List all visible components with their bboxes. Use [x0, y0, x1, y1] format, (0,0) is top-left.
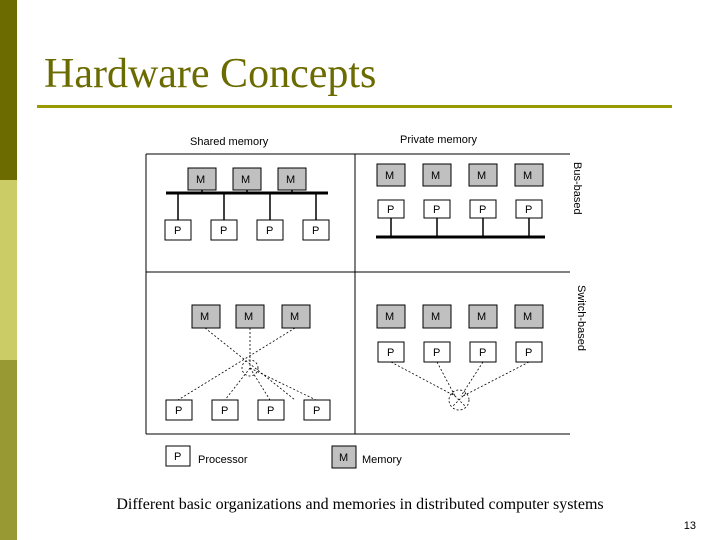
processor-box [211, 399, 239, 421]
processor-label: P [525, 204, 532, 216]
switch-link [390, 361, 456, 397]
memory-label: M [290, 311, 299, 323]
sidebar-band-middle [0, 180, 17, 360]
legend-memory-box [331, 445, 357, 469]
memory-box [468, 163, 498, 187]
switch-link [460, 361, 484, 397]
memory-label: M [244, 311, 253, 323]
quadrant-shared-bus: M M M P P P P [164, 167, 330, 241]
processor-box [257, 399, 285, 421]
processor-box [515, 199, 543, 219]
memory-box [277, 167, 307, 191]
processor-label: P [387, 347, 394, 359]
quadrant-shared-switch: M M M P P P P [165, 304, 331, 421]
slide-title: Hardware Concepts [44, 51, 377, 97]
crossbar-switch [448, 389, 470, 411]
memory-label: M [431, 170, 440, 182]
memory-box [422, 304, 452, 329]
legend-processor-label: Processor [198, 454, 248, 466]
memory-label: M [241, 174, 250, 186]
memory-label: M [431, 311, 440, 323]
crossbar-switch [241, 359, 259, 377]
processor-label: P [387, 204, 394, 216]
processor-box [256, 219, 284, 241]
processor-label: P [433, 204, 440, 216]
switch-link [249, 367, 317, 401]
processor-box [210, 219, 238, 241]
row-header-switch-based: Switch-based [575, 285, 587, 351]
switch-link [436, 361, 456, 397]
processor-label: P [220, 225, 227, 237]
processor-label: P [433, 347, 440, 359]
legend-memory-symbol: M [339, 452, 348, 464]
memory-box [191, 304, 221, 329]
sidebar-band-bottom [0, 360, 17, 540]
legend: P Processor M Memory [165, 445, 402, 469]
memory-box [376, 163, 406, 187]
slide-caption: Different basic organizations and memori… [116, 496, 604, 513]
legend-memory-label: Memory [362, 454, 402, 466]
memory-label: M [200, 311, 209, 323]
processor-box [164, 219, 192, 241]
memory-label: M [385, 311, 394, 323]
processor-box [302, 219, 330, 241]
processor-label: P [479, 204, 486, 216]
header-private-memory: Private memory [400, 134, 478, 146]
legend-processor-symbol: P [174, 451, 181, 463]
switch-link [177, 327, 296, 401]
memory-box [468, 304, 498, 329]
processor-box [165, 399, 193, 421]
memory-label: M [523, 311, 532, 323]
memory-box [235, 304, 265, 329]
memory-box [376, 304, 406, 329]
title-underline [37, 105, 672, 108]
memory-label: M [196, 174, 205, 186]
quadrant-private-switch: M M M M P P P P [376, 304, 544, 411]
quadrant-private-bus: M M M M P P P P [376, 163, 545, 239]
processor-label: P [313, 405, 320, 417]
memory-box [514, 304, 544, 329]
processor-label: P [525, 347, 532, 359]
processor-box [377, 199, 405, 219]
processor-box [377, 341, 405, 363]
memory-box [422, 163, 452, 187]
legend-processor-box [165, 445, 191, 467]
page-number: 13 [683, 520, 696, 532]
processor-label: P [174, 225, 181, 237]
processor-label: P [312, 225, 319, 237]
switch-link [249, 367, 271, 401]
switch-link [462, 361, 530, 397]
processor-box [515, 341, 543, 363]
memory-label: M [477, 170, 486, 182]
processor-label: P [266, 225, 273, 237]
memory-box [514, 163, 544, 187]
switch-cross [451, 392, 467, 408]
processor-box [469, 199, 497, 219]
memory-label: M [523, 170, 532, 182]
memory-label: M [286, 174, 295, 186]
header-shared-memory: Shared memory [190, 136, 269, 148]
processor-label: P [479, 347, 486, 359]
row-header-bus-based: Bus-based [571, 162, 583, 215]
sidebar-band-top [0, 0, 17, 180]
memory-box [281, 304, 311, 329]
processor-box [303, 399, 331, 421]
processor-label: P [221, 405, 228, 417]
memory-box [187, 167, 217, 191]
memory-box [232, 167, 262, 191]
switch-link [224, 367, 251, 401]
processor-box [423, 341, 451, 363]
processor-box [469, 341, 497, 363]
processor-label: P [267, 405, 274, 417]
processor-box [423, 199, 451, 219]
processor-label: P [175, 405, 182, 417]
memory-label: M [385, 170, 394, 182]
memory-label: M [477, 311, 486, 323]
